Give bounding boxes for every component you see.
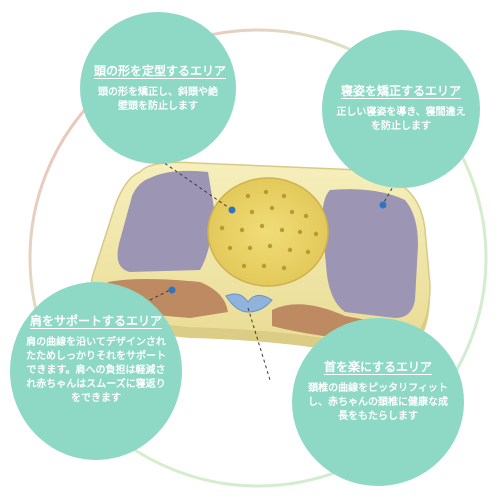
leader-line-sleep-posture xyxy=(382,177,399,205)
callout-body: 正しい寝姿を導き、寝間違えを防止します xyxy=(336,107,466,132)
leader-line-head-shaping xyxy=(159,159,233,211)
pillow-front-edge xyxy=(90,278,430,355)
callout-sleep-posture: 寝姿を矯正するエリア 正しい寝姿を導き、寝間違えを防止します xyxy=(322,30,480,188)
side-pad-left xyxy=(117,170,214,272)
callout-dots xyxy=(168,201,387,294)
callout-body: 肩の曲線を沿いてデザインされたためしっかりそれをサポートできます。肩への負担は軽… xyxy=(26,337,166,404)
callout-dot-shoulder xyxy=(168,286,176,294)
callout-shoulder-support: 肩をサポートするエリア 肩の曲線を沿いてデザインされたためしっかりそれをサポート… xyxy=(10,282,182,460)
callout-neck-comfort: 首を楽にするエリア 頚椎の曲線をピッタリフィットし、赤ちゃんの頚椎に健康な成長を… xyxy=(292,318,464,486)
foam-holes xyxy=(219,189,319,271)
neck-support xyxy=(225,293,273,313)
leader-line-neck-comfort xyxy=(247,307,271,381)
callout-head-shaping: 頭の形を定型するエリア 頭の形を矯正し、斜頭や絶壁頭を防止します xyxy=(80,12,236,164)
callout-title: 首を楽にするエリア xyxy=(323,360,433,374)
background-ring xyxy=(28,28,488,488)
side-pad-right xyxy=(322,189,418,318)
callout-body: 頭の形を矯正し、斜頭や絶壁頭を防止します xyxy=(98,87,218,112)
dashed-leader-lines xyxy=(149,159,399,381)
leader-line-shoulder-support xyxy=(149,289,171,301)
callout-body: 頚椎の曲線をピッタリフィットし、赤ちゃんの頚椎に健康な成長をもたらします xyxy=(308,383,448,422)
callout-dot-head xyxy=(228,206,236,214)
callout-dot-side xyxy=(379,201,387,209)
center-foam xyxy=(207,177,329,287)
callout-title: 寝姿を矯正するエリア xyxy=(340,84,461,98)
callout-title: 肩をサポートするエリア xyxy=(29,314,162,328)
callout-title: 頭の形を定型するエリア xyxy=(94,64,227,78)
